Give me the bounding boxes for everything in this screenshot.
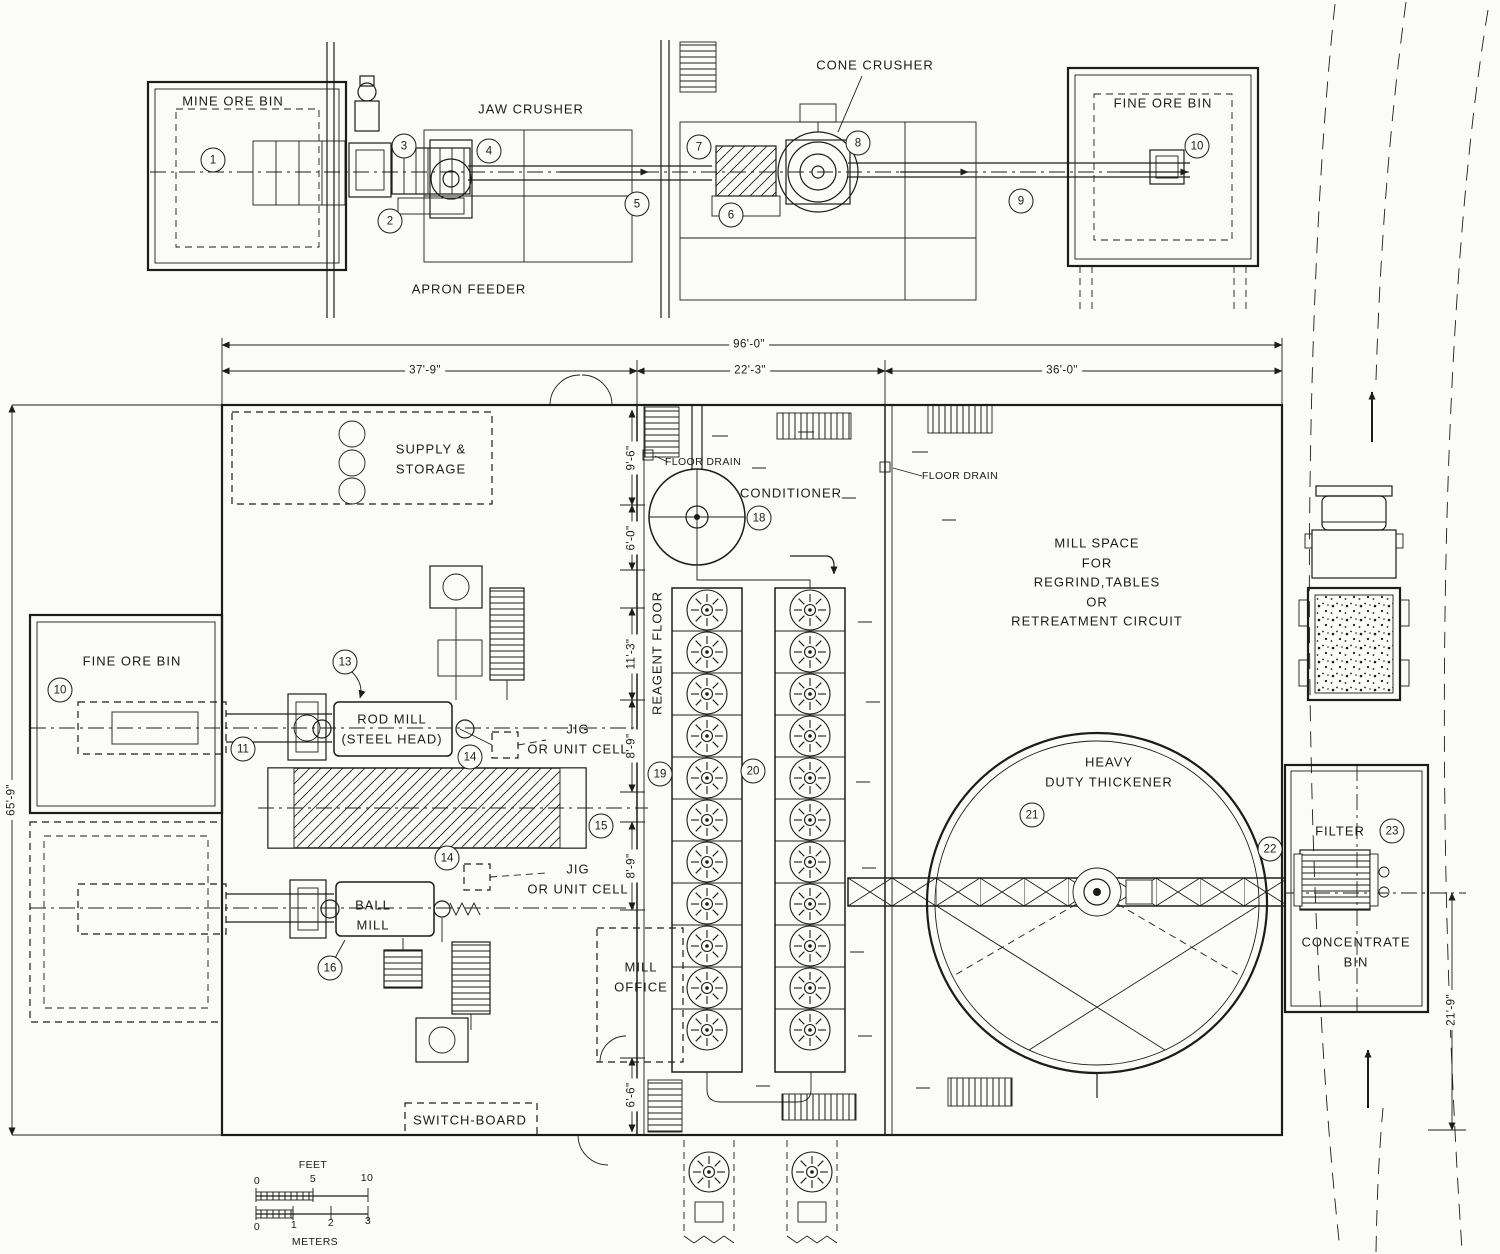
dim-west-bay: 37'-9" (405, 364, 445, 378)
scale-meters-2: 2 (327, 1217, 335, 1230)
rod-mill-label: ROD MILL (STEEL HEAD) (341, 711, 443, 747)
rod-mill-equipment (30, 565, 636, 761)
scale-meters-label: METERS (291, 1236, 339, 1249)
heavy-duty-thickener-label: HEAVY DUTY THICKENER (1045, 754, 1173, 790)
jaw-crusher-equipment (423, 129, 633, 263)
apron-feeder-label: APRON FEEDER (411, 281, 527, 297)
reagent-floor-label: REAGENT FLOOR (649, 590, 665, 716)
fine-ore-bin-top-label: FINE ORE BIN (1113, 95, 1213, 111)
fine-ore-bin-top (1066, 66, 1260, 312)
callout-22: 22 (1257, 836, 1283, 862)
dim-8-9-upper: 8'-9" (625, 729, 639, 763)
callout-2: 2 (377, 208, 403, 234)
mine-ore-bin (146, 80, 348, 272)
scale-bars (255, 1188, 369, 1220)
conditioner-equipment (648, 405, 838, 588)
jig-upper-label: JIG OR UNIT CELL (527, 721, 629, 757)
floor-drain-right-label: FLOOR DRAIN (921, 470, 999, 483)
scale-meters-0: 0 (253, 1221, 261, 1234)
conditioner-label: CONDITIONER (740, 485, 842, 501)
stairs (644, 404, 1013, 1133)
cone-crusher-label: CONE CRUSHER (816, 57, 934, 73)
callout-14b: 14 (434, 845, 460, 871)
callout-5: 5 (624, 191, 650, 217)
scale-feet-0: 0 (253, 1175, 261, 1188)
callout-1: 1 (200, 147, 226, 173)
dim-21-9: 21'-9" (1445, 990, 1459, 1030)
flotation-banks (671, 587, 846, 1103)
mill-office-label: MILL OFFICE (614, 959, 668, 995)
scale-feet-5: 5 (309, 1173, 317, 1186)
dim-east-bay: 36'-0" (1042, 364, 1082, 378)
mill-space-label: MILL SPACE FOR REGRIND,TABLES OR RETREAT… (1011, 535, 1183, 629)
callout-10b: 10 (47, 677, 73, 703)
callout-23: 23 (1379, 818, 1405, 844)
cone-crusher-equipment (679, 75, 977, 301)
jaw-crusher-label: JAW CRUSHER (478, 101, 584, 117)
callout-4: 4 (476, 138, 502, 164)
concentrate-bin-label: CONCENTRATE BIN (1301, 934, 1411, 970)
ball-mill-equipment (30, 863, 636, 1063)
dim-6-6: 6'-6" (625, 1078, 639, 1112)
callout-6: 6 (718, 202, 744, 228)
mill-building (28, 374, 1466, 1166)
thickener-equipment (847, 731, 1286, 1098)
scale-meters-3: 3 (364, 1215, 372, 1228)
dim-6-0: 6'-0" (625, 521, 639, 555)
dim-overall-depth: 65'-9" (5, 780, 19, 820)
fine-ore-bins-left (28, 613, 224, 1023)
crushing-section (146, 40, 1260, 318)
callout-18: 18 (746, 505, 772, 531)
ball-mill-label: BALL MILL (355, 897, 391, 933)
callout-19: 19 (647, 761, 673, 787)
cell-details (683, 1140, 838, 1244)
switch-board-label: SWITCH-BOARD (413, 1112, 527, 1128)
callout-15: 15 (588, 813, 614, 839)
scale-feet-10: 10 (360, 1172, 374, 1185)
floor-drain-left-label: FLOOR DRAIN (664, 456, 742, 469)
dim-overall-width: 96'-0" (729, 338, 769, 352)
mine-ore-bin-label: MINE ORE BIN (182, 93, 284, 109)
haul-road (1298, 1, 1489, 1253)
filter-label: FILTER (1315, 823, 1365, 839)
callout-3: 3 (391, 133, 417, 159)
dim-center-bay: 22'-3" (730, 364, 770, 378)
callout-20: 20 (740, 758, 766, 784)
callout-11: 11 (230, 736, 256, 762)
callout-14a: 14 (457, 744, 483, 770)
dim-9-6: 9'-6" (625, 441, 639, 475)
classifier-equipment (258, 767, 648, 849)
callout-8: 8 (845, 130, 871, 156)
fine-ore-bin-left-label: FINE ORE BIN (82, 653, 182, 669)
callout-13: 13 (332, 649, 358, 675)
supply-storage-label: SUPPLY & STORAGE (395, 441, 467, 477)
filter-concentrate-area (1283, 763, 1466, 1014)
apron-feeder-equipment (348, 75, 471, 215)
callout-7: 7 (686, 134, 712, 160)
callout-16: 16 (317, 955, 343, 981)
ore-truck (1298, 485, 1410, 702)
jig-lower-label: JIG OR UNIT CELL (527, 861, 629, 897)
scale-feet-label: FEET (298, 1159, 328, 1172)
scale-meters-1: 1 (290, 1219, 298, 1232)
dim-8-9-lower: 8'-9" (625, 849, 639, 883)
callout-21: 21 (1019, 802, 1045, 828)
callout-9: 9 (1008, 188, 1034, 214)
dim-11-3: 11'-3" (625, 634, 639, 674)
callout-10: 10 (1184, 133, 1210, 159)
